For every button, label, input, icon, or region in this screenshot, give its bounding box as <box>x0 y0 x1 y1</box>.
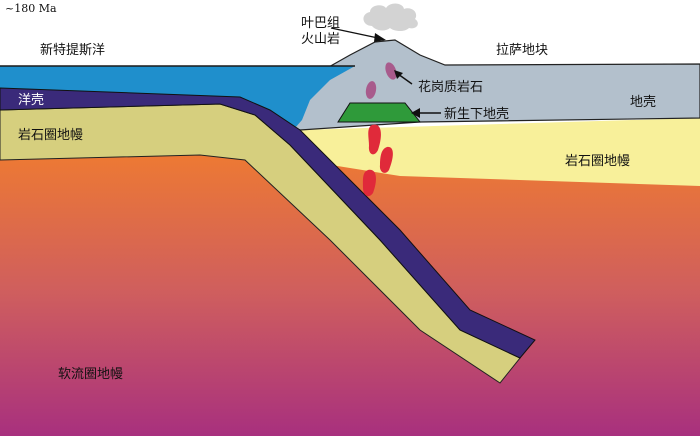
lithospheric-mantle-right-label: 岩石圈地幔 <box>565 154 630 169</box>
juvenile-crust-label: 新生下地壳 <box>444 106 509 122</box>
volcanic-rocks-label-line1: 叶巴组 <box>301 16 340 31</box>
lithospheric-mantle-right <box>300 118 700 186</box>
oceanic-crust-label: 洋壳 <box>18 93 44 108</box>
granitoids-label: 花岗质岩石 <box>418 79 483 95</box>
pointer-arrow <box>397 73 413 85</box>
juvenile-crust <box>337 102 422 123</box>
volcanic-rocks-label-line2: 火山岩 <box>301 32 340 47</box>
melt-blob <box>379 146 393 173</box>
granite-blob <box>385 62 397 80</box>
neo-tethys-label: 新特提斯洋 <box>40 42 105 58</box>
asthenospheric-mantle-label: 软流圈地幔 <box>58 367 123 382</box>
lithospheric-mantle-left-label: 岩石圈地幔 <box>18 128 83 143</box>
oceanic-crust <box>0 87 536 359</box>
age-label: ~180 Ma <box>5 2 57 15</box>
volcanic-ash-cloud <box>363 3 418 32</box>
lhasa-block-label: 拉萨地块 <box>496 43 548 58</box>
pointer-arrow <box>330 27 379 39</box>
continental-crust-label: 地壳 <box>630 95 656 110</box>
granite-blob <box>365 81 377 99</box>
arrowhead <box>394 70 403 79</box>
melt-blob <box>362 169 376 197</box>
melt-blob <box>368 124 381 155</box>
arrowhead <box>374 33 386 42</box>
arrowhead <box>411 108 420 118</box>
